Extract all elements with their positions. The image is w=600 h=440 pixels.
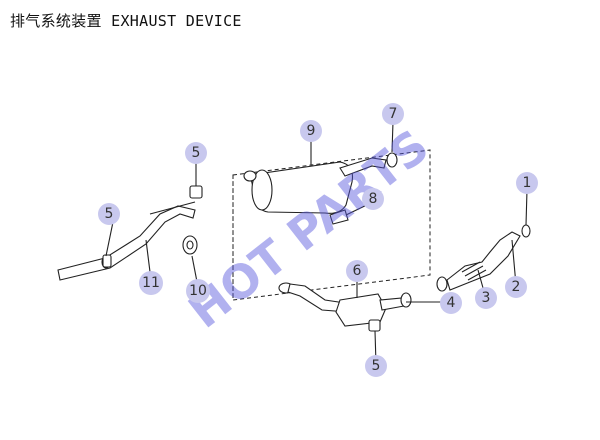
callout-9: 9: [300, 120, 322, 142]
callout-5-left-label: 5: [105, 206, 114, 222]
callout-11: 11: [139, 271, 163, 295]
page-title: 排气系统装置 EXHAUST DEVICE: [10, 12, 242, 30]
callout-5-left: 5: [98, 203, 120, 225]
lower-mount-part: [368, 319, 381, 332]
callout-1-label: 1: [523, 175, 532, 191]
callout-8: 8: [362, 188, 384, 210]
callout-7: 7: [382, 103, 404, 125]
callout-5-upper-label: 5: [192, 145, 201, 161]
assembly-boundary: [232, 149, 431, 301]
callout-10: 10: [186, 279, 210, 303]
callout-8-label: 8: [369, 191, 378, 207]
callout-2: 2: [505, 276, 527, 298]
callout-11-label: 11: [142, 275, 160, 291]
front-pipe-part: [446, 231, 521, 291]
callout-4-label: 4: [447, 295, 456, 311]
muffler-part: [243, 157, 387, 214]
callout-5-lower: 5: [365, 355, 387, 377]
tail-pipe-part: [57, 201, 196, 281]
gasket-7-part: [386, 152, 398, 168]
callout-6: 6: [346, 260, 368, 282]
callout-6-label: 6: [353, 263, 362, 279]
middle-pipe-part: [278, 282, 405, 327]
callout-10-label: 10: [189, 283, 207, 299]
clamp-part: [329, 209, 349, 225]
callout-9-label: 9: [307, 123, 316, 139]
rubber-mount-part: [189, 185, 203, 199]
callout-5-lower-label: 5: [372, 358, 381, 374]
callout-1: 1: [516, 172, 538, 194]
callout-3-label: 3: [482, 290, 491, 306]
hanger-part: [102, 254, 112, 268]
callout-2-label: 2: [512, 279, 521, 295]
leader-lines: [105, 121, 528, 365]
callout-3: 3: [475, 287, 497, 309]
callout-7-label: 7: [389, 106, 398, 122]
gasket-part: [182, 235, 198, 255]
callout-5-upper: 5: [185, 142, 207, 164]
gasket-1-part: [521, 224, 531, 238]
gasket-4-part: [400, 276, 448, 308]
callout-4: 4: [440, 292, 462, 314]
